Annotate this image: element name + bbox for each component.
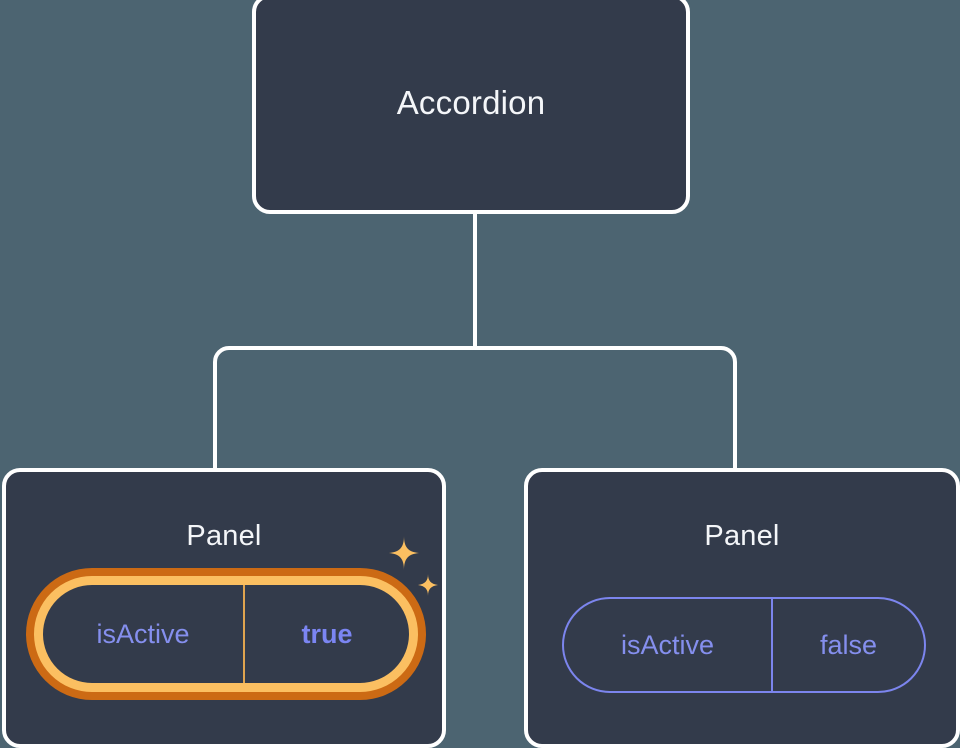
node-panel-active-title: Panel [186, 520, 262, 552]
node-panel-active[interactable]: Panel isActive true [2, 468, 446, 748]
prop-key-label: isActive [96, 618, 190, 649]
edge-root-to-panel-right [475, 346, 737, 470]
node-panel-inactive[interactable]: Panel isActive false [524, 468, 960, 748]
prop-value-label: false [771, 599, 924, 691]
node-accordion-title: Accordion [396, 84, 546, 121]
prop-key-label: isActive [620, 629, 715, 660]
node-accordion[interactable]: Accordion [252, 0, 690, 214]
edge-root-to-panel-left [213, 346, 475, 470]
prop-pill-is-active-false[interactable]: isActive false [562, 597, 926, 693]
prop-value-label: true [243, 585, 409, 683]
node-panel-inactive-title: Panel [704, 520, 780, 552]
prop-pill-is-active-true[interactable]: isActive true [34, 576, 418, 692]
